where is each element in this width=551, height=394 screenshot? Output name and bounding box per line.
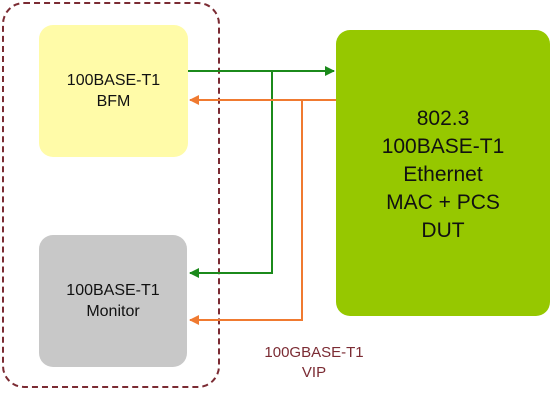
bfm-label-line2: BFM xyxy=(96,93,131,110)
bfm-label-line1: 100BASE-T1 xyxy=(66,72,161,89)
tx-tap-to-monitor-line xyxy=(189,71,273,278)
dut-block: 802.3 100BASE-T1 Ethernet MAC + PCS DUT xyxy=(336,30,550,316)
bfm-block: 100BASE-T1 BFM xyxy=(39,25,188,157)
vip-boundary xyxy=(2,2,220,388)
dut-label-line3: Ethernet xyxy=(403,163,483,186)
monitor-label-line1: 100BASE-T1 xyxy=(66,282,160,299)
dut-label-line2: 100BASE-T1 xyxy=(381,135,505,158)
vip-label: 100GBASE-T1 VIP xyxy=(254,343,374,383)
rx-tap-to-monitor-line xyxy=(189,100,303,325)
dut-label-line1: 802.3 xyxy=(416,107,470,130)
dut-label-line4: MAC + PCS xyxy=(386,191,500,214)
monitor-label-line2: Monitor xyxy=(86,303,140,320)
vip-label-line1: 100GBASE-T1 xyxy=(264,344,364,361)
dut-label-line5: DUT xyxy=(421,219,465,242)
monitor-block: 100BASE-T1 Monitor xyxy=(39,235,187,367)
vip-label-line2: VIP xyxy=(301,364,327,381)
